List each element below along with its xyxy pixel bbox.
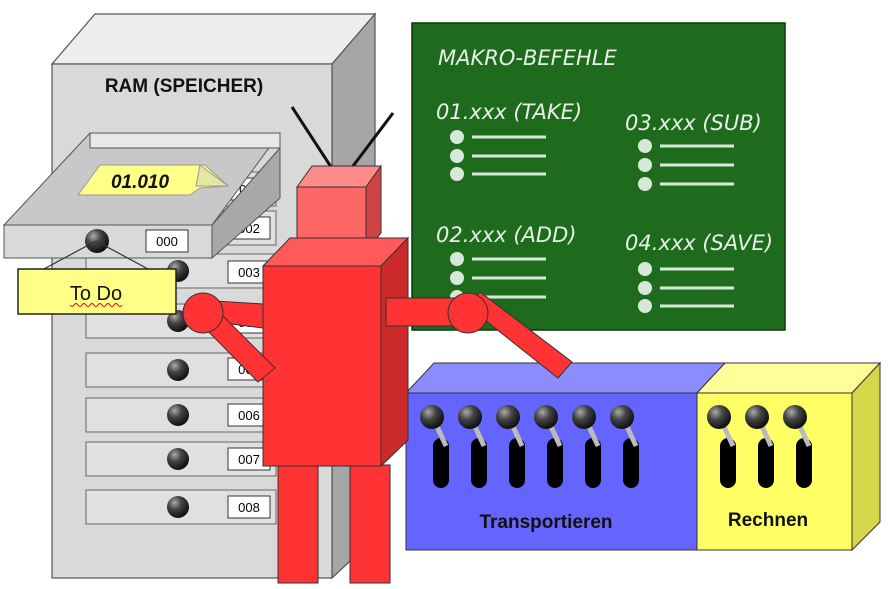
compute-label: Rechnen bbox=[728, 510, 808, 531]
robot-antenna bbox=[290, 106, 335, 171]
open-drawer[interactable]: 01.010 000 bbox=[2, 132, 281, 260]
lever-knob bbox=[420, 405, 444, 429]
command-take: 01.xxx (TAKE) bbox=[436, 100, 582, 181]
lever-slot bbox=[471, 438, 487, 488]
robot bbox=[182, 106, 573, 584]
lever-slot bbox=[547, 438, 563, 488]
drawer-number: 003 bbox=[238, 265, 260, 280]
lever-knob bbox=[745, 405, 769, 429]
robot-body bbox=[261, 236, 410, 468]
transport-label: Transportieren bbox=[479, 512, 612, 533]
macro-board: MAKRO-BEFEHLE 01.xxx (TAKE) 02.xxx (ADD)… bbox=[411, 22, 786, 331]
lever-knob bbox=[610, 405, 634, 429]
note-string bbox=[41, 240, 97, 271]
robot-hand bbox=[182, 292, 224, 334]
drawer-knob bbox=[167, 496, 189, 518]
robot-right-arm bbox=[385, 291, 573, 379]
toggle-lever[interactable] bbox=[707, 405, 736, 488]
board-title: MAKRO-BEFEHLE bbox=[438, 46, 617, 70]
lever-slot bbox=[585, 438, 601, 488]
drawer-knob bbox=[167, 404, 189, 426]
command-lines bbox=[450, 130, 546, 181]
todo-note: To Do bbox=[17, 240, 177, 315]
drawer-knob bbox=[167, 359, 189, 381]
toggle-lever[interactable] bbox=[745, 405, 774, 488]
todo-note-text: To Do bbox=[70, 283, 122, 305]
command-label: 03.xxx (SUB) bbox=[625, 111, 762, 135]
compute-lever-group bbox=[707, 405, 812, 488]
toggle-lever[interactable] bbox=[572, 405, 601, 488]
drawer-number: 007 bbox=[238, 452, 260, 467]
lever-knob bbox=[783, 405, 807, 429]
command-lines bbox=[638, 139, 734, 191]
command-label: 04.xxx (SAVE) bbox=[625, 231, 773, 255]
toggle-lever[interactable] bbox=[420, 405, 449, 488]
lever-knob bbox=[572, 405, 596, 429]
lever-slot bbox=[509, 438, 525, 488]
toggle-lever[interactable] bbox=[534, 405, 563, 488]
toggle-lever[interactable] bbox=[610, 405, 639, 488]
compute-top bbox=[695, 362, 882, 394]
command-label: 02.xxx (ADD) bbox=[436, 223, 576, 247]
robot-leg bbox=[277, 464, 319, 584]
robot-antenna bbox=[348, 112, 395, 171]
lever-knob bbox=[707, 405, 731, 429]
drawer-knob bbox=[167, 448, 189, 470]
lever-slot bbox=[623, 438, 639, 488]
toggle-lever[interactable] bbox=[458, 405, 487, 488]
command-add: 02.xxx (ADD) bbox=[436, 223, 576, 304]
compute-side bbox=[851, 361, 881, 552]
robot-hand bbox=[447, 292, 489, 334]
control-machine: Transportieren Rechnen bbox=[404, 361, 882, 552]
lever-slot bbox=[720, 438, 736, 488]
lever-knob bbox=[496, 405, 520, 429]
lever-slot bbox=[433, 438, 449, 488]
command-save: 04.xxx (SAVE) bbox=[625, 231, 773, 313]
open-drawer-number: 000 bbox=[156, 234, 178, 249]
cabinet-top bbox=[50, 13, 377, 65]
spellcheck-squiggle bbox=[69, 303, 123, 307]
ram-drawer-008[interactable]: 008 bbox=[85, 489, 277, 525]
command-lines bbox=[638, 262, 734, 313]
command-lines bbox=[450, 252, 546, 304]
memory-card-value: 01.010 bbox=[111, 172, 170, 193]
toggle-lever[interactable] bbox=[496, 405, 525, 488]
lever-knob bbox=[534, 405, 558, 429]
ram-drawer-007[interactable]: 007 bbox=[85, 441, 277, 477]
memory-card: 01.010 bbox=[77, 164, 230, 196]
lever-slot bbox=[796, 438, 812, 488]
command-sub: 03.xxx (SUB) bbox=[625, 111, 762, 191]
robot-left-arm bbox=[182, 292, 276, 383]
robot-leg bbox=[349, 464, 391, 584]
ram-drawer-006[interactable]: 006 bbox=[85, 397, 277, 433]
drawer-number: 008 bbox=[238, 500, 260, 515]
drawer-number: 006 bbox=[238, 408, 260, 423]
command-label: 01.xxx (TAKE) bbox=[436, 100, 582, 124]
toggle-lever[interactable] bbox=[783, 405, 812, 488]
lever-knob bbox=[458, 405, 482, 429]
lever-slot bbox=[758, 438, 774, 488]
transport-lever-group bbox=[420, 405, 639, 488]
ram-title: RAM (SPEICHER) bbox=[105, 76, 263, 97]
